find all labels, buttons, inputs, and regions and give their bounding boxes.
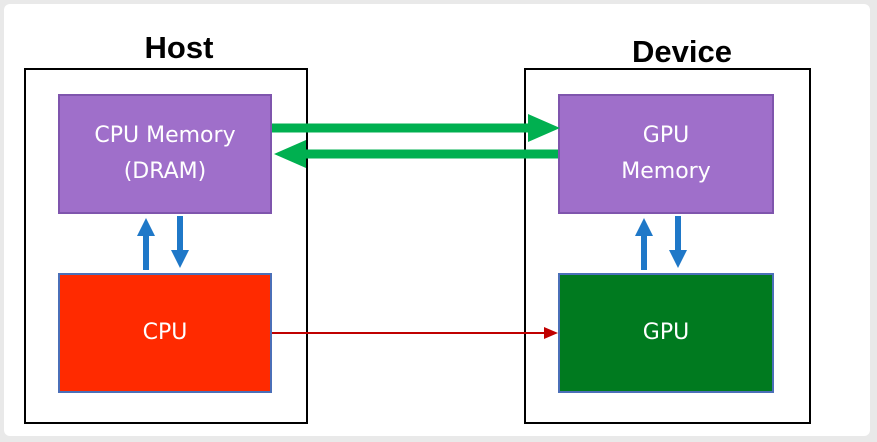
host-title: Host xyxy=(144,30,214,65)
diagram-canvas: Host Device CPU Memory (DRAM) GPU Memory… xyxy=(4,4,870,436)
memory-transfer-to-device-arrow xyxy=(272,114,560,142)
gpu-box: GPU xyxy=(558,273,774,393)
cpu-to-gpu-arrow xyxy=(272,327,558,339)
device-title: Device xyxy=(632,34,732,69)
cpu-box: CPU xyxy=(58,273,272,393)
gpu-memory-box: GPU Memory xyxy=(558,94,774,214)
memory-transfer-to-host-arrow xyxy=(274,140,558,168)
cpu-memory-box: CPU Memory (DRAM) xyxy=(58,94,272,214)
